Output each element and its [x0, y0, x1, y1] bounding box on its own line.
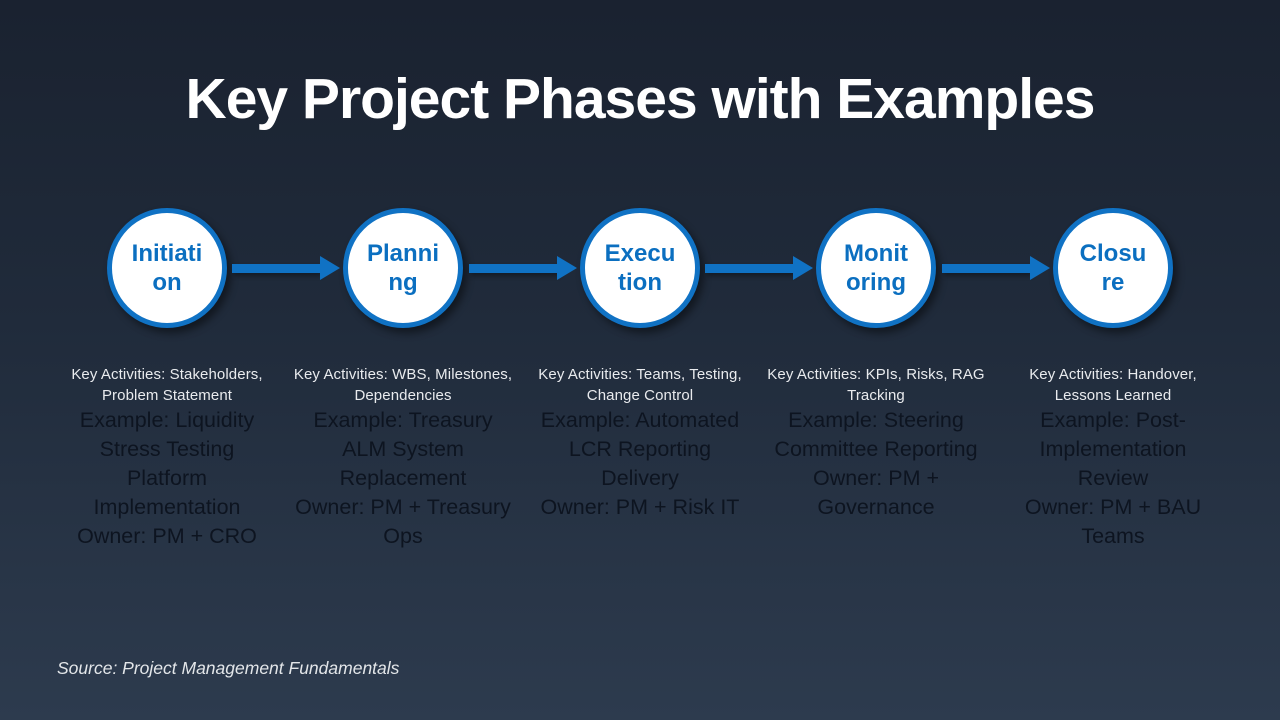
phase-label-line1: Monit	[844, 240, 908, 267]
phase-description-closure: Key Activities: Handover, Lessons Learne…	[1003, 365, 1223, 551]
phase-label: Planni ng	[367, 239, 439, 297]
phase-label: Monit oring	[844, 239, 908, 297]
phase-label-line1: Closu	[1079, 240, 1147, 267]
phase-description-initiation: Key Activities: Stakeholders, Problem St…	[57, 365, 277, 551]
phase-label-line1: Planni	[366, 240, 439, 267]
example-text: Example: Steering Committee Reporting Ow…	[766, 406, 986, 522]
arrow-shaft	[705, 263, 793, 273]
source-note: Source: Project Management Fundamentals	[57, 658, 400, 678]
owner-line: Owner: PM + Governance	[812, 466, 940, 519]
phase-label-line2: ng	[388, 269, 418, 296]
phase-description-execution: Key Activities: Teams, Testing, Change C…	[530, 365, 750, 522]
phase-label-line1: Initiati	[131, 240, 203, 267]
phase-label-line2: re	[1101, 269, 1125, 296]
phase-label-line1: Execu	[604, 240, 676, 267]
arrow-head	[793, 256, 813, 280]
page-title: Key Project Phases with Examples	[185, 67, 1096, 131]
example-text: Example: Liquidity Stress Testing Platfo…	[57, 406, 277, 551]
phase-circle-monitoring: Monit oring	[816, 208, 936, 328]
example-text: Example: Automated LCR Reporting Deliver…	[530, 406, 750, 522]
example-line: Example: Liquidity Stress Testing Platfo…	[79, 408, 255, 519]
phase-label: Closu re	[1080, 239, 1147, 297]
example-text: Example: Treasury ALM System Replacement…	[293, 406, 513, 551]
arrow-head	[1030, 256, 1050, 280]
owner-line: Owner: PM + Risk IT	[540, 495, 740, 519]
key-activities-text: Key Activities: Stakeholders, Problem St…	[71, 366, 263, 404]
example-line: Example: Automated LCR Reporting Deliver…	[540, 408, 740, 490]
key-activities-text: Key Activities: Handover, Lessons Learne…	[1029, 366, 1197, 404]
example-line: Example: Treasury ALM System Replacement	[313, 408, 493, 490]
arrow-shaft	[942, 263, 1030, 273]
phase-circle-initiation: Initiati on	[107, 208, 227, 328]
arrow-head	[557, 256, 577, 280]
phase-label-line2: tion	[618, 269, 662, 296]
phase-circle-execution: Execu tion	[580, 208, 700, 328]
phase-label-line2: on	[152, 269, 182, 296]
example-text: Example: Post-Implementation Review Owne…	[1003, 406, 1223, 551]
arrow-shaft	[232, 263, 320, 273]
arrow-shaft	[469, 263, 557, 273]
phase-description-monitoring: Key Activities: KPIs, Risks, RAG Trackin…	[766, 365, 986, 522]
phase-label: Initiati on	[132, 239, 203, 297]
owner-line: Owner: PM + BAU Teams	[1024, 495, 1202, 548]
phase-circle-planning: Planni ng	[343, 208, 463, 328]
key-activities-text: Key Activities: WBS, Milestones, Depende…	[293, 366, 513, 404]
owner-line: Owner: PM + CRO	[77, 524, 257, 548]
owner-line: Owner: PM + Treasury Ops	[295, 495, 511, 548]
arrow-head	[320, 256, 340, 280]
phase-label: Execu tion	[605, 239, 676, 297]
example-line: Example: Post-Implementation Review	[1039, 408, 1187, 490]
phase-circle-closure: Closu re	[1053, 208, 1173, 328]
phase-description-planning: Key Activities: WBS, Milestones, Depende…	[293, 365, 513, 551]
key-activities-text: Key Activities: KPIs, Risks, RAG Trackin…	[767, 366, 985, 404]
key-activities-text: Key Activities: Teams, Testing, Change C…	[538, 366, 742, 404]
example-line: Example: Steering Committee Reporting	[774, 408, 978, 461]
phase-label-line2: oring	[845, 269, 906, 296]
